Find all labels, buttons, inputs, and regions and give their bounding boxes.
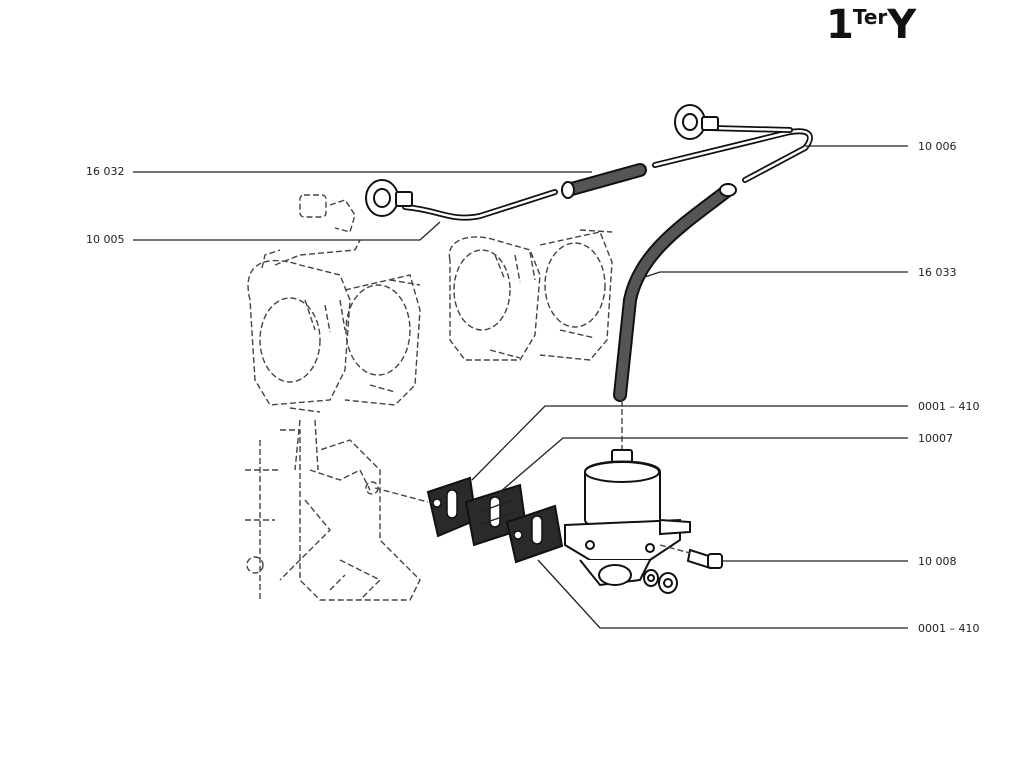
leader-lines (133, 145, 908, 629)
gasket-front (426, 476, 478, 538)
bolt-10008 (686, 548, 723, 570)
engine-outline-left (245, 194, 421, 601)
label-0001-410-top: 0001 – 410 (918, 400, 980, 413)
label-16032: 16 032 (86, 165, 125, 178)
mount-axis (374, 487, 429, 503)
hose-16032 (561, 163, 647, 199)
label-10006: 10 006 (918, 140, 957, 153)
label-0001-410-bottom: 0001 – 410 (918, 622, 980, 635)
bolt-axis (659, 544, 691, 554)
washer-and-nut (643, 569, 678, 594)
label-10005: 10 005 (86, 233, 125, 246)
page-title: 1TerY (826, 2, 916, 48)
label-10008: 10 008 (918, 555, 957, 568)
fuel-pump (564, 400, 691, 587)
title-number: 1 (826, 2, 854, 48)
fuel-pipe-10005 (365, 179, 558, 221)
title-superscript: Ter (852, 5, 888, 29)
label-16033: 16 033 (918, 266, 957, 279)
engine-outline-centre (448, 229, 613, 361)
title-letter: Y (887, 2, 916, 48)
label-10007: 10007 (918, 432, 953, 445)
gasket-rear (505, 504, 564, 564)
fuel-pipe-10006 (652, 104, 813, 183)
hose-16033 (613, 183, 737, 402)
